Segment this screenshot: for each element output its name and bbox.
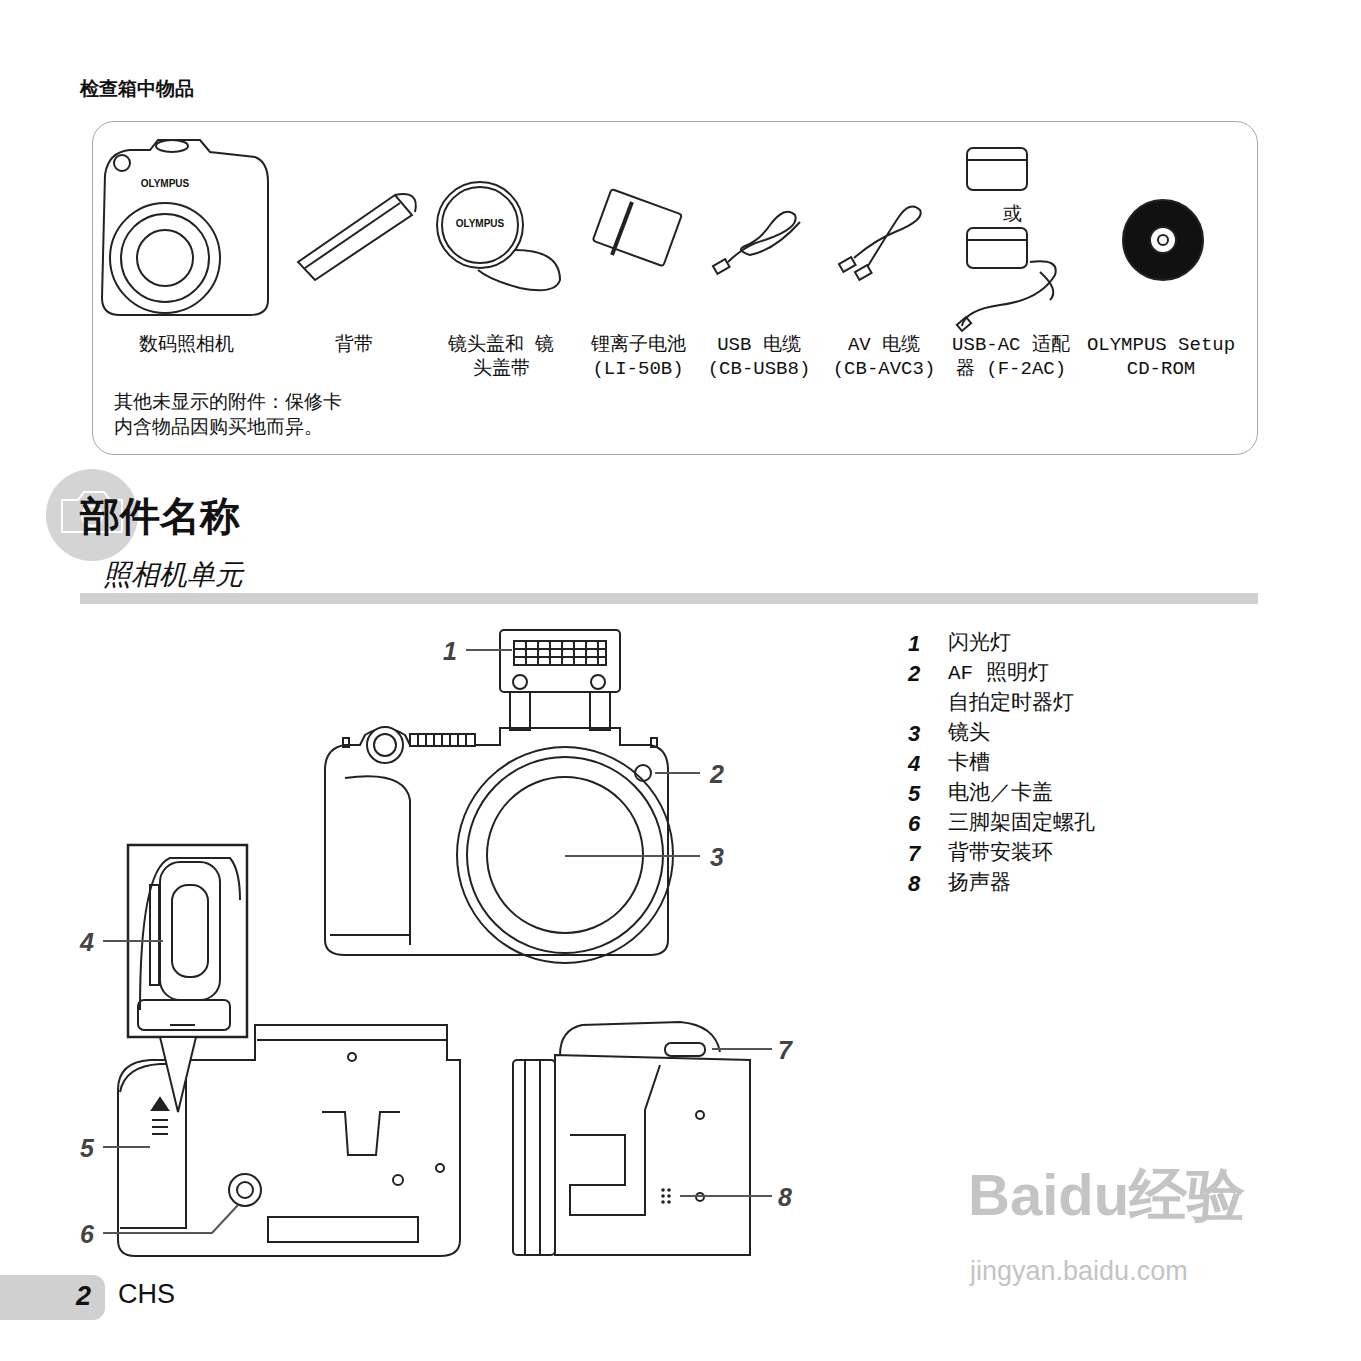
- part-name: 扬声器: [948, 871, 1011, 896]
- part-name: AF 照明灯: [948, 661, 1049, 686]
- list-number: 3: [908, 721, 920, 747]
- part-name: 三脚架固定螺孔: [948, 811, 1095, 836]
- item-name: 数码照相机: [116, 334, 256, 358]
- callout-number: 1: [443, 636, 457, 666]
- part-name: 闪光灯: [948, 631, 1011, 656]
- list-number: 8: [908, 871, 920, 897]
- item-name: 镜头盖和 镜头盖带: [446, 334, 556, 382]
- subsection-title: 照相机单元: [103, 558, 243, 592]
- item-name: 锂离子电池 (LI-50B): [576, 334, 701, 382]
- item-name: 背带: [284, 334, 424, 358]
- callout-number: 3: [710, 842, 724, 872]
- list-number: 2: [908, 661, 920, 687]
- callout-number: 4: [80, 927, 94, 957]
- part-name: 镜头: [948, 721, 990, 746]
- page-number-tab: 2: [0, 1275, 105, 1320]
- note-text: 内含物品因购买地而异。: [114, 417, 323, 440]
- list-number: 7: [908, 841, 920, 867]
- brand-logo: OLYMPUS: [456, 218, 505, 230]
- callout-number: 5: [80, 1133, 94, 1163]
- callout-number: 7: [778, 1035, 792, 1065]
- page-number: 2: [76, 1280, 91, 1312]
- note-text: 其他未显示的附件：保修卡: [114, 392, 342, 415]
- part-name: 电池／卡盖: [948, 781, 1053, 806]
- list-number: 1: [908, 631, 920, 657]
- callout-number: 8: [778, 1182, 792, 1212]
- or-text: 或: [1003, 204, 1022, 227]
- item-name: OLYMPUS Setup CD-ROM: [1079, 334, 1244, 382]
- item-name: USB 电缆 (CB-USB8): [698, 334, 820, 382]
- contents-box: 或数码照相机 背带镜头盖和 镜头盖带锂离子电池 (LI-50B)USB 电缆 (C…: [92, 121, 1258, 455]
- list-number: 5: [908, 781, 920, 807]
- watermark: jingyan.baidu.com: [970, 1255, 1188, 1287]
- callout-number: 6: [80, 1219, 94, 1249]
- section-heading: 检查箱中物品: [80, 78, 194, 101]
- list-number: 4: [908, 751, 920, 777]
- brand-logo: OLYMPUS: [141, 178, 190, 190]
- part-name: 卡槽: [948, 751, 990, 776]
- item-name: USB-AC 适配器 (F-2AC): [949, 334, 1073, 382]
- item-name: AV 电缆 (CB-AVC3): [823, 334, 945, 382]
- language-code: CHS: [118, 1278, 175, 1310]
- watermark: Baidu经验: [968, 1160, 1245, 1230]
- section-title: 部件名称: [80, 492, 240, 540]
- callout-number: 2: [710, 759, 724, 789]
- part-name: 自拍定时器灯: [948, 691, 1074, 716]
- list-number: 6: [908, 811, 920, 837]
- part-name: 背带安装环: [948, 841, 1053, 866]
